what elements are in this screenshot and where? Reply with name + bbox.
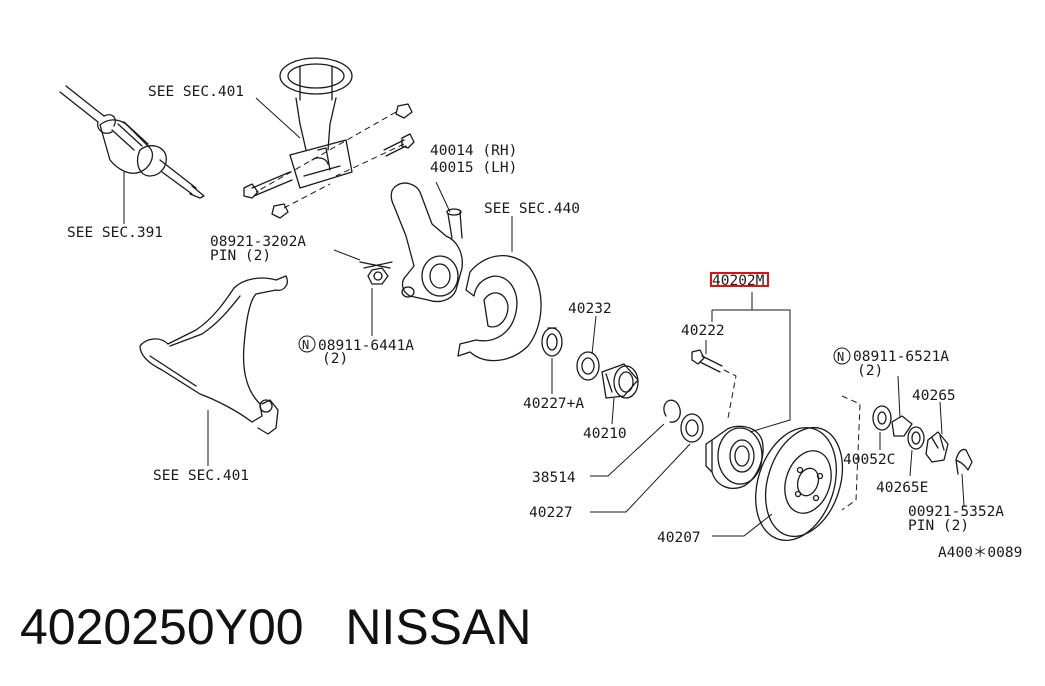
- label-qty-2-right: (2): [857, 363, 883, 379]
- circle-n-left-letter: N: [302, 338, 309, 352]
- label-pin-2-right: PIN (2): [908, 518, 969, 534]
- label-40052c: 40052C: [843, 452, 895, 468]
- part-labels: SEE SEC.401 SEE SEC.391 40014 (RH) 40015…: [67, 84, 1022, 561]
- label-08921-3202a: 08921-3202A: [210, 234, 306, 250]
- label-40015: 40015 (LH): [430, 160, 517, 176]
- hub-bolt-40222: [691, 349, 737, 419]
- circle-n-right: [833, 347, 851, 365]
- lower-control-arm: [139, 275, 288, 435]
- label-40202m: 40202M: [712, 273, 765, 289]
- circle-n-right-letter: N: [837, 350, 844, 364]
- leader-lines: [123, 97, 965, 537]
- pin-and-nut-left: [359, 261, 393, 285]
- dust-shield: [457, 255, 542, 362]
- label-40265: 40265: [912, 388, 956, 404]
- oil-seal-40227: [680, 413, 704, 443]
- strut-assembly: [279, 57, 353, 189]
- label-see-sec-391: SEE SEC.391: [67, 225, 163, 241]
- label-ref-code: A400＊0089: [938, 545, 1022, 561]
- drive-shaft: [59, 85, 205, 199]
- label-pin-2-left: PIN (2): [210, 248, 271, 264]
- disc-rotor: [755, 426, 844, 542]
- label-40014: 40014 (RH): [430, 143, 517, 159]
- label-08911-6521a: 08911-6521A: [853, 349, 949, 365]
- label-08911-6441a: 08911-6441A: [318, 338, 414, 354]
- label-40265e: 40265E: [876, 480, 928, 496]
- label-40222: 40222: [681, 323, 725, 339]
- steering-knuckle: [390, 182, 463, 303]
- strut-bolts: [243, 103, 415, 219]
- oil-seal-40227a: [541, 327, 563, 357]
- label-40232: 40232: [568, 301, 612, 317]
- circle-n-left: [298, 335, 316, 353]
- label-38514: 38514: [532, 470, 576, 486]
- label-40210: 40210: [583, 426, 627, 442]
- footer-brand: NISSAN: [345, 599, 532, 655]
- label-see-sec-401-top: SEE SEC.401: [148, 84, 244, 100]
- footer-part-number: 4020250Y00: [20, 599, 304, 655]
- right-hardware: [841, 395, 973, 511]
- highlight-box: [710, 272, 769, 287]
- label-40202m-number: 40202: [712, 273, 756, 289]
- label-40202m-suffix: M: [756, 273, 765, 289]
- label-40227: 40227: [529, 505, 573, 521]
- wheel-bearing: [576, 351, 639, 399]
- wheel-hub: [705, 425, 764, 489]
- label-qty-2-left: (2): [322, 351, 348, 367]
- footer-caption: 4020250Y00 NISSAN: [20, 598, 531, 656]
- label-see-sec-440: SEE SEC.440: [484, 201, 580, 217]
- label-40227a: 40227+A: [523, 396, 584, 412]
- label-see-sec-401-bottom: SEE SEC.401: [153, 468, 249, 484]
- label-00921-5352a: 00921-5352A: [908, 504, 1004, 520]
- label-40207: 40207: [657, 530, 701, 546]
- snap-ring-38514: [663, 399, 681, 423]
